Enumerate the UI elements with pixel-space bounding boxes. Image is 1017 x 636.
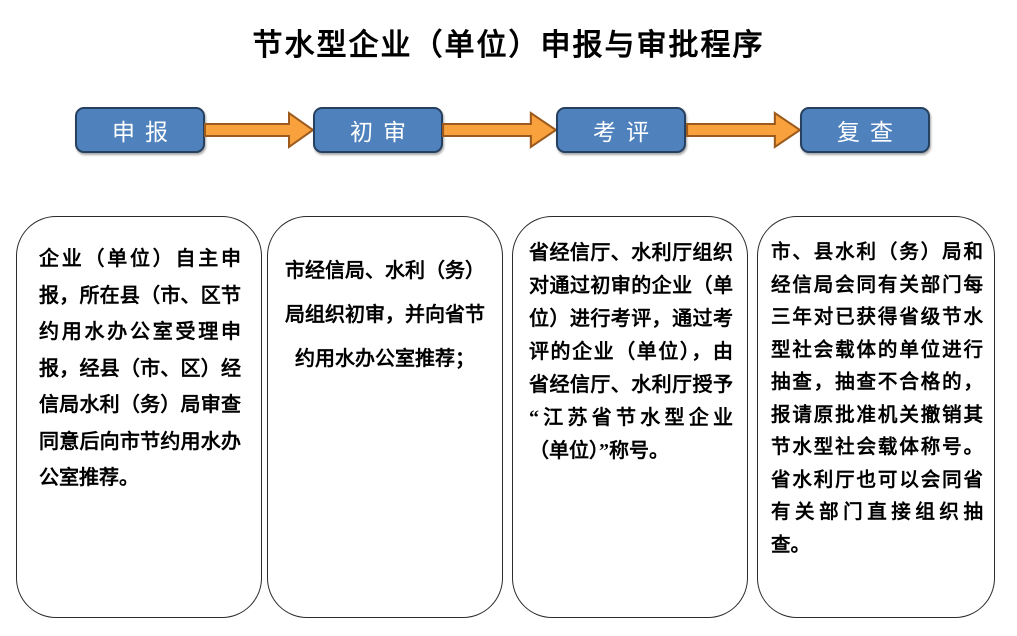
flow-step-initial-review-label: 初审 xyxy=(350,120,416,145)
flow-step-recheck-label: 复查 xyxy=(837,120,903,145)
description-text: 企业（单位）自主申报，所在县（市、区节约用水办公室受理申报，经县（市、区）经信局… xyxy=(39,248,241,489)
arrow-right-icon xyxy=(686,111,801,149)
flow-step-initial-review: 初审 xyxy=(313,107,443,153)
arrow-right-icon xyxy=(442,111,557,149)
description-box-evaluation: 省经信厅、水利厅组织对通过初审的企业（单位）进行考评，通过考评的企业（单位），由… xyxy=(512,216,748,618)
flow-step-apply-label: 申报 xyxy=(112,120,178,145)
description-box-apply: 企业（单位）自主申报，所在县（市、区节约用水办公室受理申报，经县（市、区）经信局… xyxy=(16,216,262,618)
flow-step-recheck: 复查 xyxy=(800,107,930,153)
description-text: 市、县水利（务）局和经信局会同有关部门每三年对已获得省级节水型社会载体的单位进行… xyxy=(771,242,983,556)
description-box-recheck: 市、县水利（务）局和经信局会同有关部门每三年对已获得省级节水型社会载体的单位进行… xyxy=(757,216,995,618)
description-box-initial-review: 市经信局、水利（务）局组织初审，并向省节约用水办公室推荐； xyxy=(267,216,503,618)
flow-step-apply: 申报 xyxy=(75,107,205,153)
arrow-right-icon xyxy=(204,111,314,149)
description-text: 市经信局、水利（务）局组织初审，并向省节约用水办公室推荐； xyxy=(285,260,485,370)
description-text: 省经信厅、水利厅组织对通过初审的企业（单位）进行考评，通过考评的企业（单位），由… xyxy=(529,242,733,462)
flow-step-evaluation: 考评 xyxy=(556,107,686,153)
flow-step-evaluation-label: 考评 xyxy=(593,120,659,145)
page-title: 节水型企业（单位）申报与审批程序 xyxy=(252,29,765,62)
